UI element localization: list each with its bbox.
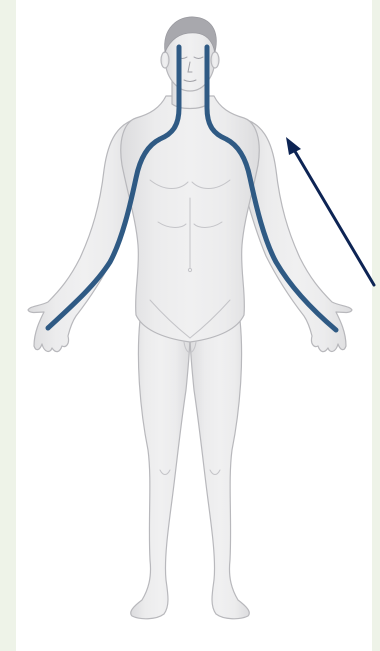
right-leg <box>190 320 249 619</box>
right-ear <box>211 52 219 68</box>
left-ear <box>161 52 169 68</box>
left-leg <box>131 320 190 619</box>
body-outline-icon <box>28 25 352 619</box>
